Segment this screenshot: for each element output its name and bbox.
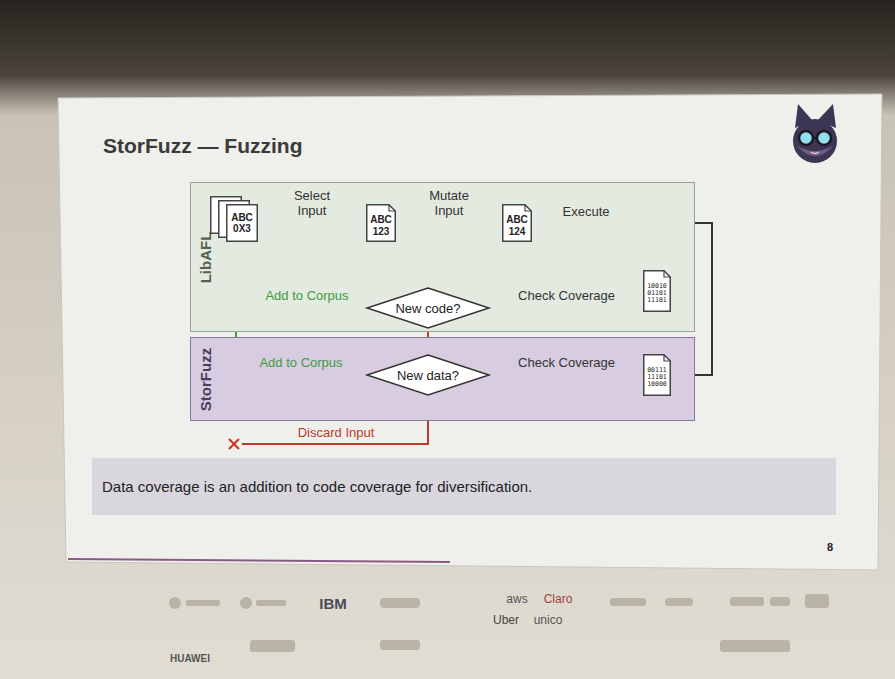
mascot-icon xyxy=(793,104,837,163)
node-text: LibAFL xyxy=(198,231,215,283)
input-document: ABC 124 xyxy=(502,204,532,242)
edge-label: Mutate Input xyxy=(421,189,477,219)
input-document: ABC 123 xyxy=(366,204,396,242)
edge-label: Select Input xyxy=(284,189,340,219)
sponsor-name: aws xyxy=(506,592,527,606)
sponsor-name: unico xyxy=(534,613,563,627)
step-label: Discard Input xyxy=(298,425,375,440)
coverage-map: 10010 01101 11101 xyxy=(643,270,671,312)
sponsor-logos xyxy=(169,594,829,652)
decision-diamond: New code? xyxy=(366,287,490,329)
progress-bar xyxy=(68,559,450,562)
sponsor-name: Uber xyxy=(493,613,519,627)
step-label: Execute xyxy=(563,204,610,219)
corpus-stack: ABC 0X3 xyxy=(210,196,258,242)
node-text: New data? xyxy=(397,368,459,383)
coverage-map: 00111 11101 10000 xyxy=(643,354,671,396)
decision-diamond: New data? xyxy=(366,354,490,396)
caption-text: Data coverage is an addition to code cov… xyxy=(102,478,532,495)
sponsor-name: HUAWEI xyxy=(170,653,210,664)
node-text: ABC 0X3 xyxy=(228,212,256,235)
discard-cross xyxy=(229,439,239,449)
slide-title: StorFuzz — Fuzzing xyxy=(103,134,302,158)
node-text: ABC 123 xyxy=(368,214,394,237)
node-text: New code? xyxy=(395,301,460,316)
sponsor-name: IBM xyxy=(319,595,347,612)
page-number: 8 xyxy=(827,541,833,553)
sponsor-name: Claro xyxy=(544,592,573,606)
caption-box xyxy=(92,458,836,515)
edge-label: Add to Corpus xyxy=(259,356,342,371)
edge-label: Check Coverage xyxy=(518,289,615,304)
edge-label: Add to Corpus xyxy=(265,289,348,304)
node-text: 10010 01101 11101 xyxy=(645,283,669,304)
node-text: ABC 124 xyxy=(504,214,530,237)
slide xyxy=(58,94,882,570)
edge-label: Check Coverage xyxy=(518,356,615,371)
extension-band: StorFuzz 00111 11101 10000 New data? xyxy=(190,337,695,421)
node-text: 00111 11101 10000 xyxy=(645,367,669,388)
node-text: StorFuzz xyxy=(198,347,215,410)
